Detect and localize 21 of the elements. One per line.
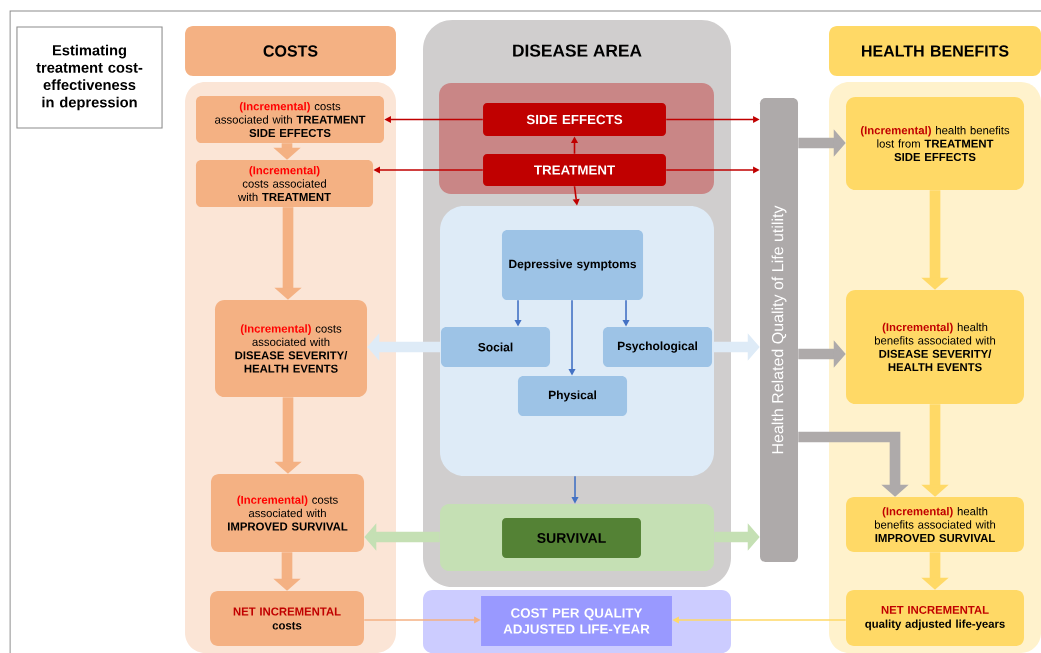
process-box: TREATMENT — [483, 154, 666, 186]
process-box: NET INCREMENTAL quality adjusted life-years — [846, 590, 1024, 646]
process-box: Physical — [517, 376, 628, 416]
process-box: (Incremental) costs associated with IMPROVED SURVIVAL — [210, 474, 365, 552]
process-box: (Incremental) costs associated with DISEASE SEVERITY/ HEALTH EVENTS — [215, 299, 367, 398]
process-box: SIDE EFFECTS — [483, 102, 666, 137]
result-box: COST PER QUALITY ADJUSTED LIFE-YEAR — [481, 596, 672, 646]
arrow — [798, 431, 909, 497]
column-header: HEALTH BENEFITS — [829, 26, 1041, 76]
process-box: (Incremental) health benefits associated with IMPROVED SURVIVAL — [846, 497, 1024, 552]
process-box: NET INCREMENTAL costs — [210, 591, 364, 646]
process-box: Psychological — [603, 327, 713, 367]
process-box: (Incremental) costs associated with TREATMENT SIDE EFFECTS — [196, 96, 384, 143]
process-box: (Incremental) health benefits lost from TREATMENT SIDE EFFECTS — [846, 96, 1024, 191]
column-header: COSTS — [185, 26, 396, 76]
process-box: Depressive symptoms — [502, 230, 644, 300]
title-box: Estimating treatment cost-effectiveness in depression — [16, 26, 163, 129]
utility-bar: Health Related Quality of Life utility — [760, 98, 798, 562]
process-box: (Incremental) health benefits associated with DISEASE SEVERITY/ HEALTH EVENTS — [846, 290, 1024, 404]
process-box: SURVIVAL — [502, 518, 641, 558]
process-box: Social — [440, 327, 551, 367]
